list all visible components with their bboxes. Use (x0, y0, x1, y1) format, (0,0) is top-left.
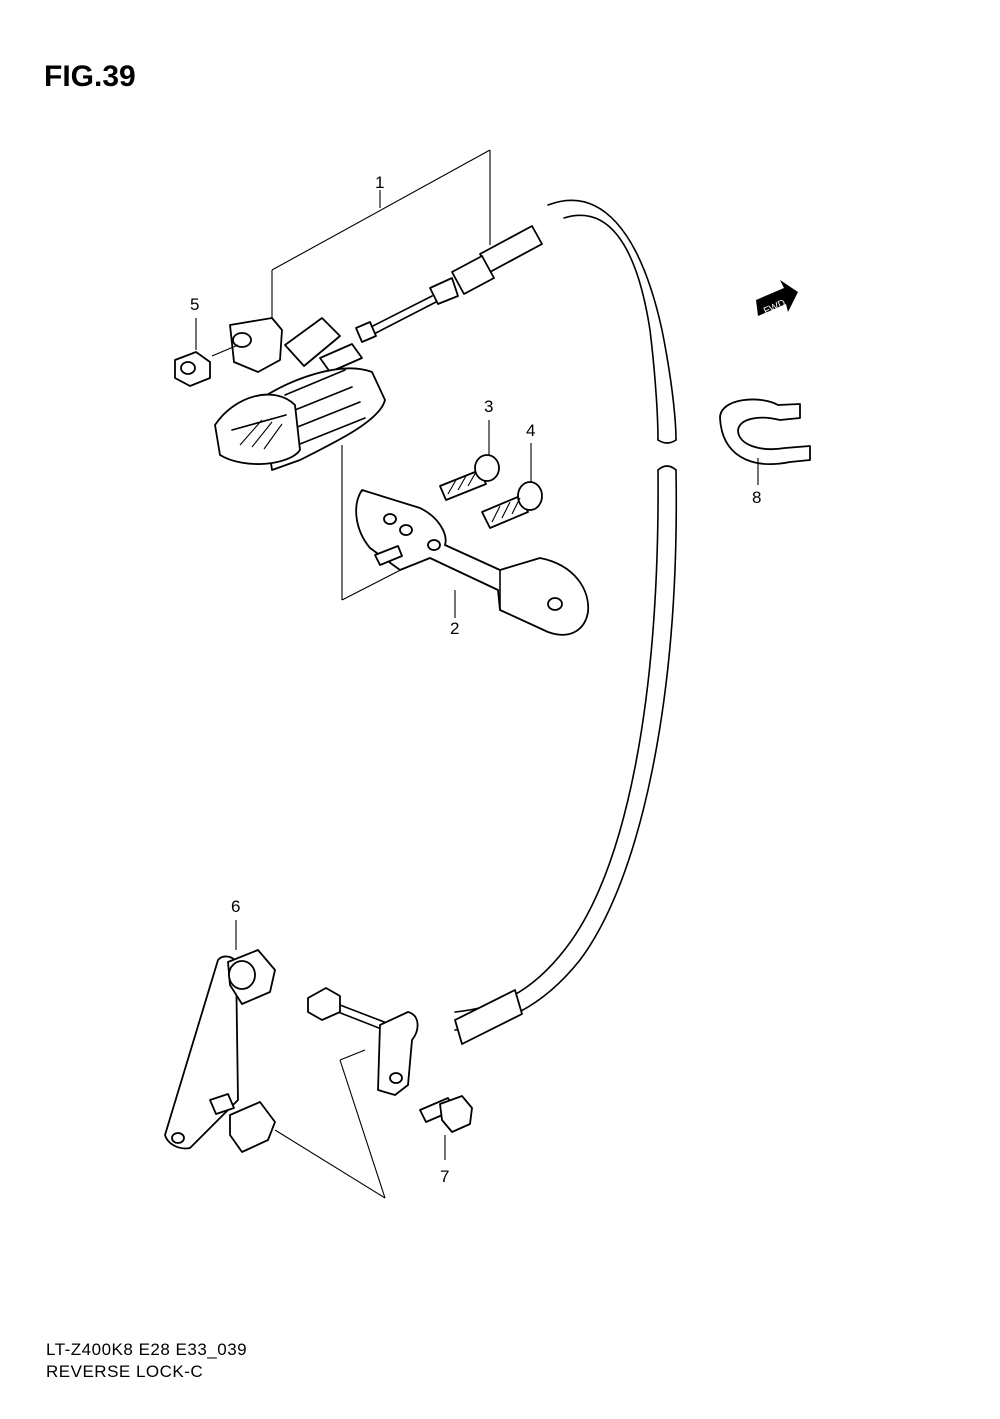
cable-clamp[interactable] (719, 398, 811, 485)
callout-8: 8 (752, 488, 761, 507)
callout-7: 7 (440, 1167, 449, 1186)
callout-4: 4 (526, 421, 535, 440)
callout-2: 2 (450, 619, 459, 638)
fwd-arrow-icon: FWD (756, 280, 798, 317)
diagram-name: REVERSE LOCK-C (46, 1362, 204, 1381)
callout-5: 5 (190, 295, 199, 314)
nut[interactable] (174, 318, 239, 387)
lever-assembly[interactable] (214, 317, 386, 471)
callout-3: 3 (484, 397, 493, 416)
screw-4[interactable] (481, 443, 543, 529)
figure-title: FIG.39 (44, 60, 136, 93)
lower-arm[interactable] (164, 920, 386, 1199)
diagram-code: LT-Z400K8 E28 E33_039 (46, 1340, 248, 1359)
callout-1: 1 (375, 173, 384, 192)
reverse-cable[interactable] (337, 199, 678, 1045)
bolt[interactable] (419, 1095, 473, 1160)
cable-end-bracket[interactable] (307, 987, 419, 1096)
screw-3[interactable] (439, 420, 500, 501)
mounting-bracket[interactable] (355, 489, 589, 636)
callout-6: 6 (231, 897, 240, 916)
